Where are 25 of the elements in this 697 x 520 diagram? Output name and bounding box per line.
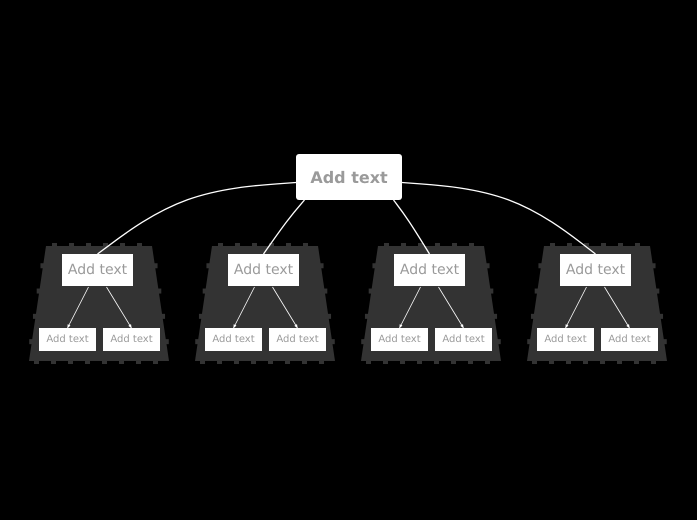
topic-box: Add text	[62, 254, 133, 286]
arrow	[604, 286, 630, 328]
topic-box: Add text	[601, 328, 658, 351]
topic-box: Add text	[205, 328, 262, 351]
connector-line	[402, 182, 596, 255]
arrow	[67, 286, 89, 328]
topic-box: Add text	[435, 328, 492, 351]
topic-box: Add text	[394, 254, 465, 286]
arrow	[438, 286, 464, 328]
topic-box: Add text	[269, 328, 326, 351]
topic-box: Add text	[39, 328, 96, 351]
arrow	[399, 286, 421, 328]
arrow	[106, 286, 132, 328]
arrow	[565, 286, 587, 328]
topic-box: Add text	[228, 254, 299, 286]
connector-line	[262, 200, 305, 254]
topic-box: Add text	[560, 254, 631, 286]
topic-box: Add text	[371, 328, 428, 351]
topic-box: Add text	[537, 328, 594, 351]
topic-box: Add text	[103, 328, 160, 351]
arrow	[272, 286, 298, 328]
connector-line	[97, 182, 296, 255]
topic-box: Add text	[296, 154, 402, 200]
connector-line	[393, 200, 430, 254]
arrow	[233, 286, 255, 328]
